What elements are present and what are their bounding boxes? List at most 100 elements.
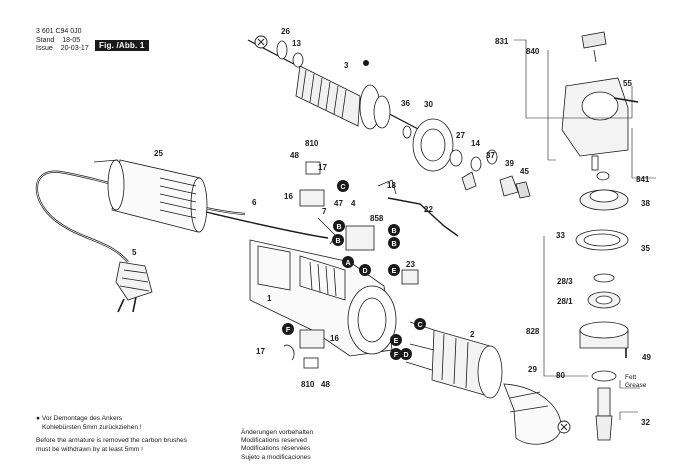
ring-drawing	[402, 125, 412, 139]
spindle-stack-drawing	[575, 171, 629, 441]
marker-letter: C	[417, 322, 422, 329]
part-label: 55	[623, 79, 632, 88]
spring-drawing	[461, 171, 477, 191]
spring-lever-drawing	[377, 179, 397, 195]
part-label: 23	[406, 260, 415, 269]
part-label: 831	[495, 37, 509, 46]
part-label: 810	[301, 380, 315, 389]
part-label: 39	[505, 159, 514, 168]
marker-letter: E	[392, 268, 397, 275]
changes-line: Änderungen vorbehalten	[241, 429, 314, 436]
guard-drawing	[503, 383, 562, 445]
marker-letter: D	[403, 352, 408, 359]
grease-label: Fett Grease	[625, 374, 647, 389]
part-label: 80	[556, 371, 565, 380]
housing-drawing	[249, 239, 397, 357]
bullet-marker	[363, 60, 369, 66]
part-label: 28/1	[557, 297, 573, 306]
marker-letter: A	[345, 260, 350, 267]
part-label: 37	[486, 151, 495, 160]
part-label: 4	[351, 199, 356, 208]
disc-drawing	[449, 149, 463, 167]
part-label: 16	[330, 334, 339, 343]
remove-symbol-top	[254, 35, 268, 49]
note-en-line1: Before the armature is removed the carbo…	[36, 437, 188, 444]
lever-drawing	[387, 197, 459, 237]
issue-row: Issue 20-03-17	[36, 45, 89, 53]
part-label: 5	[132, 248, 137, 257]
part-label: 22	[424, 205, 433, 214]
part-label: 1	[267, 294, 272, 303]
part-label: 48	[321, 380, 330, 389]
changes-line: Modifications réservées	[241, 445, 311, 453]
issue-value: 20-03-17	[60, 45, 89, 52]
part-label: 36	[401, 99, 410, 108]
part-label: 28/3	[557, 277, 573, 286]
cover-drawing	[401, 269, 419, 285]
part-label: 29	[528, 365, 537, 374]
washer-drawing	[292, 52, 304, 68]
stand-row: Stand 18-05	[36, 37, 80, 45]
part-label: 18	[387, 181, 396, 190]
lower-brush-drawing	[303, 357, 319, 369]
note-en-line2: must be withdrawn by at least 5mm !	[36, 446, 144, 453]
part-label: 45	[520, 167, 529, 176]
bullet-icon: ●	[36, 415, 40, 422]
screw-drawing	[93, 159, 119, 163]
part-label: 858	[370, 214, 384, 223]
part-label: 840	[526, 47, 540, 56]
marker-letter: B	[391, 241, 396, 248]
leader-lines	[514, 39, 656, 420]
part-label: 828	[526, 327, 540, 336]
switch-rod-drawing	[205, 211, 329, 239]
brush-box-drawing	[299, 189, 325, 207]
part-label: 47	[334, 199, 343, 208]
part-label: 32	[641, 418, 650, 427]
part-label: 38	[641, 199, 650, 208]
marker-letter: F	[394, 352, 399, 359]
part-label: 16	[284, 192, 293, 201]
stand-label: Stand	[36, 37, 55, 44]
lower-brush-box-drawing	[299, 329, 325, 349]
part-label: 25	[154, 149, 163, 158]
doc-number: 3 601 C94 0J0	[36, 28, 82, 35]
grease-label-en: Grease	[625, 382, 647, 389]
switch-drawing	[345, 225, 375, 251]
note-de-line1: Vor Demontage des Ankers	[41, 415, 123, 422]
part-label: 14	[471, 139, 480, 148]
changes-line: Sujeto a modificaciones	[241, 453, 311, 461]
part-label: 17	[318, 163, 327, 172]
marker-letter: C	[340, 184, 345, 191]
part-label: 841	[636, 175, 650, 184]
stator-drawing	[405, 321, 503, 399]
remove-symbol-bottom	[557, 420, 571, 434]
part-label: 27	[456, 131, 465, 140]
changes-note: Änderungen vorbehalten Modifications res…	[241, 429, 313, 462]
part-label: 30	[424, 100, 433, 109]
part-label: 33	[556, 231, 565, 240]
changes-line: Modifications reserved	[241, 437, 307, 445]
pinion-drawing	[499, 175, 519, 197]
marker-layer: C B B B B A D E F C E D F	[282, 180, 426, 360]
note-de-line2: Kohlebürsten 5mm zurückziehen !	[42, 424, 142, 431]
cord-sleeve-drawing	[107, 159, 208, 233]
marker-letter: E	[394, 338, 399, 345]
figure-label: Fig. /Abb. 1	[95, 40, 149, 51]
marker-letter: F	[286, 327, 291, 334]
marker-letter: D	[362, 268, 367, 275]
part-label: 810	[305, 139, 319, 148]
part-label: 48	[290, 151, 299, 160]
brush-holder-drawing	[305, 161, 321, 175]
note-en: Before the armature is removed the carbo…	[36, 436, 187, 454]
nut-drawing	[470, 156, 482, 172]
washer2-drawing	[486, 149, 498, 165]
nut2-drawing	[515, 181, 531, 199]
part-label: 17	[256, 347, 265, 356]
part-label: 7	[322, 207, 327, 216]
part-label: 2	[470, 330, 475, 339]
stand-value: 18-05	[62, 37, 81, 44]
marker-letter: B	[391, 228, 396, 235]
marker-letter: B	[335, 238, 340, 245]
